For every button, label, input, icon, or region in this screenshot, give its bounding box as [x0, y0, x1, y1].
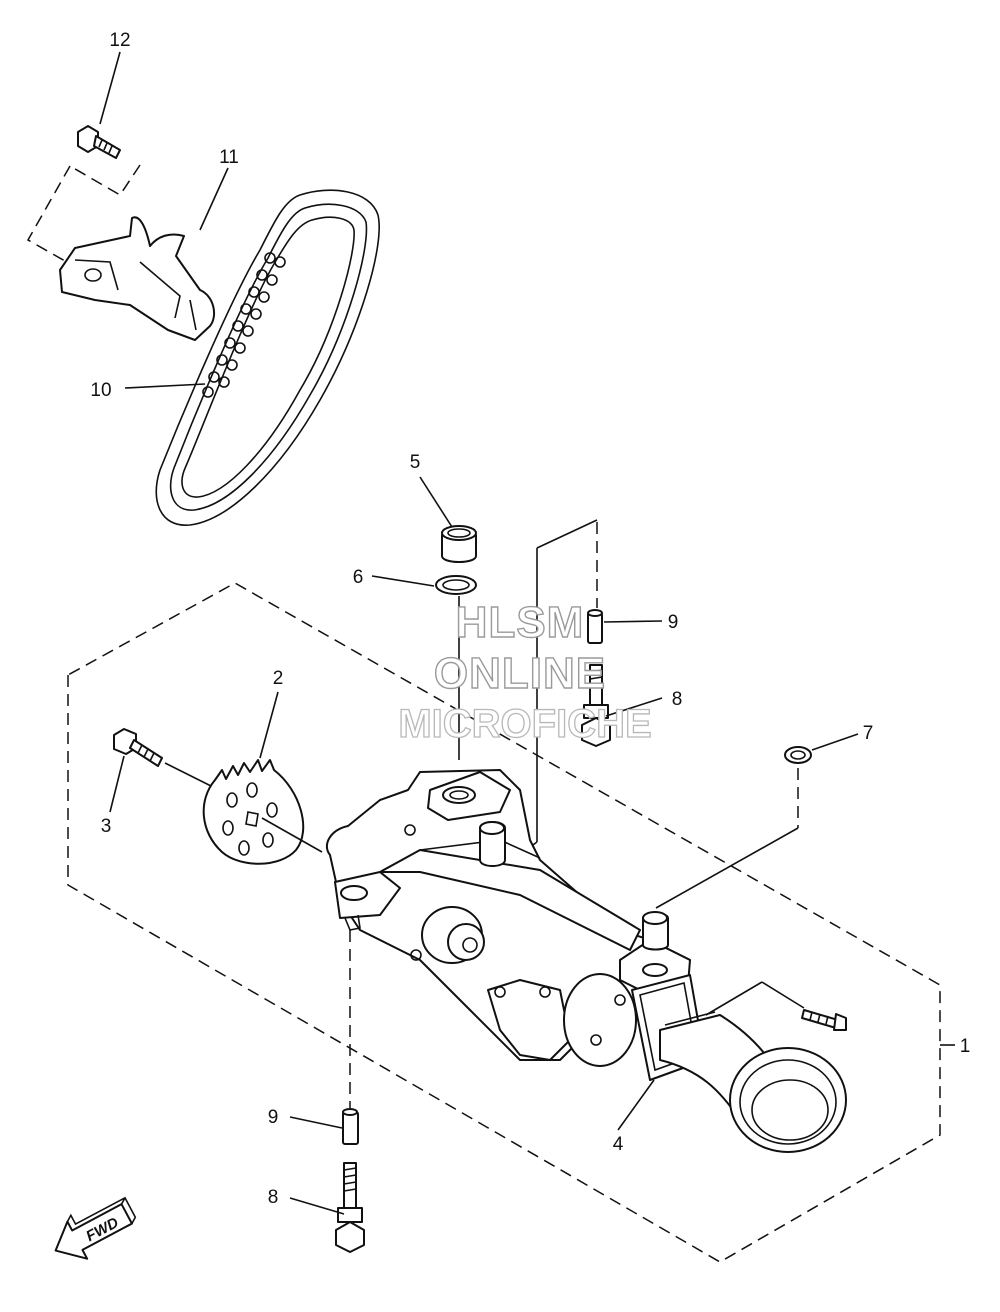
align-2	[261, 817, 323, 853]
callout-7[interactable]: 7	[863, 723, 874, 744]
collar-5[interactable]	[441, 525, 477, 563]
align-screw	[705, 981, 805, 1016]
bolt-12[interactable]	[77, 125, 121, 159]
leader-10	[124, 383, 206, 389]
callout-3[interactable]: 3	[101, 816, 112, 837]
leader-9a	[603, 620, 663, 623]
leader-9b	[289, 1116, 343, 1129]
leader-7	[811, 733, 859, 751]
leader-8b	[289, 1197, 345, 1215]
leader-5	[419, 476, 453, 528]
align-3	[164, 762, 216, 789]
o-ring-6[interactable]	[435, 575, 477, 595]
leader-2	[259, 691, 279, 759]
washer-7[interactable]	[784, 746, 812, 764]
align-12b	[26, 165, 73, 266]
watermark-line-1: HLSM	[456, 598, 585, 647]
bolt-8-upper[interactable]	[581, 664, 611, 747]
align-12	[69, 164, 141, 197]
leader-12	[99, 51, 121, 125]
watermark-line-3: MICROFICHE	[398, 702, 651, 746]
callout-6[interactable]: 6	[353, 567, 364, 588]
fwd-arrow-icon: FWD	[54, 1196, 137, 1260]
leader-8a	[605, 697, 663, 717]
leader-3	[109, 755, 125, 813]
callout-10[interactable]: 10	[90, 380, 111, 401]
watermark-line-2: ONLINE	[434, 649, 606, 698]
callout-4[interactable]: 4	[613, 1134, 624, 1155]
align-7b	[655, 827, 799, 909]
leader-4	[617, 1079, 655, 1131]
chain-guide-11[interactable]	[59, 216, 216, 341]
sprocket-2[interactable]	[202, 759, 305, 865]
oil-pump-body[interactable]	[325, 769, 847, 1153]
callout-8-lower[interactable]: 8	[268, 1187, 279, 1208]
assembly-boundary	[67, 582, 941, 1263]
cam-chain-10[interactable]	[155, 189, 380, 526]
bolt-3[interactable]	[113, 728, 163, 767]
callout-5[interactable]: 5	[410, 452, 421, 473]
bolt-8-lower[interactable]	[335, 1162, 365, 1253]
screw-strainer[interactable]	[801, 1009, 847, 1031]
dowel-pin-9-lower[interactable]	[342, 1108, 359, 1145]
leader-6	[371, 575, 435, 587]
callout-11[interactable]: 11	[219, 147, 239, 168]
leader-11	[199, 167, 229, 231]
callout-2[interactable]: 2	[273, 668, 284, 689]
callout-1[interactable]: 1	[960, 1036, 971, 1057]
callout-12[interactable]: 12	[109, 30, 130, 51]
callout-8-upper[interactable]: 8	[672, 689, 683, 710]
callout-9-lower[interactable]: 9	[268, 1107, 279, 1128]
callout-9-upper[interactable]: 9	[668, 612, 679, 633]
dowel-pin-9-upper[interactable]	[587, 609, 603, 644]
